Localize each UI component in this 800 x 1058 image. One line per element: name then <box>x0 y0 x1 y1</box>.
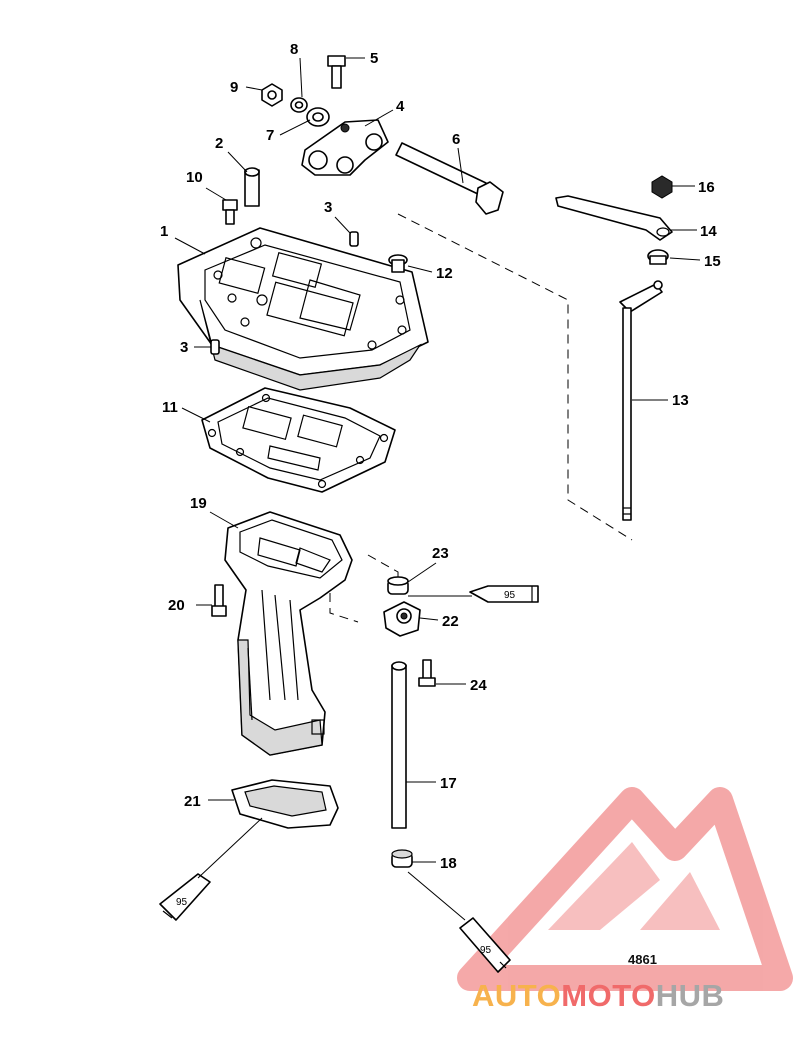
washer-7 <box>306 107 330 127</box>
callout-17: 17 <box>440 775 457 792</box>
callout-8: 8 <box>290 41 298 58</box>
callout-19: 19 <box>190 495 207 512</box>
tube-label-1: 95 <box>504 590 516 601</box>
tube-label-3: 95 <box>480 945 492 956</box>
shift-bracket <box>301 119 389 176</box>
tube-label-2: 95 <box>176 897 188 908</box>
dowel-pin-2 <box>244 167 260 207</box>
watermark-auto: AUTO <box>472 978 561 1013</box>
watermark-hub: HUB <box>656 978 725 1013</box>
gasket <box>201 387 396 493</box>
sealant-tube-2: 95 <box>159 873 211 921</box>
callout-13: 13 <box>672 392 689 409</box>
driveshaft-17 <box>391 661 407 829</box>
nut-9 <box>261 83 283 107</box>
washer-8 <box>290 97 308 113</box>
callout-3-lower: 3 <box>180 339 188 356</box>
driveshaft-housing <box>224 511 353 756</box>
callout-23: 23 <box>432 545 449 562</box>
bolt-10 <box>222 199 238 225</box>
retainer-22 <box>383 601 421 637</box>
pin-3-lower <box>210 339 220 355</box>
svg-text:AUTOMOTOHUB: AUTOMOTOHUB <box>472 978 724 1013</box>
callout-18: 18 <box>440 855 457 872</box>
callout-labels: 1 2 3 3 4 5 6 7 8 9 10 11 12 13 14 15 16… <box>160 41 721 872</box>
long-bolt <box>395 142 504 215</box>
callout-1: 1 <box>160 223 168 240</box>
grommet-18 <box>391 849 413 868</box>
callout-22: 22 <box>442 613 459 630</box>
nut-16 <box>651 175 673 199</box>
callout-20: 20 <box>168 597 185 614</box>
callout-5: 5 <box>370 50 378 67</box>
callout-4: 4 <box>396 98 405 115</box>
shift-lever-14 <box>555 195 673 241</box>
screw-20 <box>211 584 227 617</box>
sealant-tube-1: 95 <box>469 585 539 603</box>
callout-7: 7 <box>266 127 274 144</box>
callout-14: 14 <box>700 223 717 240</box>
leader-lines <box>174 57 701 921</box>
adaptor-plate <box>177 227 429 391</box>
callout-9: 9 <box>230 79 238 96</box>
callout-15: 15 <box>704 253 721 270</box>
pin-3-upper <box>349 231 359 247</box>
callout-10: 10 <box>186 169 203 186</box>
shift-shaft-13 <box>619 280 663 521</box>
watermark-logo <box>457 787 793 991</box>
grommet-23 <box>387 576 409 595</box>
callout-2: 2 <box>215 135 223 152</box>
callout-21: 21 <box>184 793 201 810</box>
callout-11: 11 <box>162 399 178 416</box>
callout-16: 16 <box>698 179 715 196</box>
watermark-text: AUTOMOTOHUB <box>472 978 724 1013</box>
screw-24 <box>418 659 436 687</box>
washer-15 <box>647 249 669 265</box>
bushing-12 <box>388 254 408 273</box>
figure-number: 4861 <box>628 952 657 967</box>
sealant-tube-3: 95 <box>459 917 511 973</box>
callout-24: 24 <box>470 677 487 694</box>
callout-6: 6 <box>452 131 460 148</box>
assembly-guide-lines <box>329 213 633 623</box>
callout-12: 12 <box>436 265 453 282</box>
callout-3-upper: 3 <box>324 199 332 216</box>
watermark-moto: MOTO <box>561 978 655 1013</box>
bolt-5 <box>327 55 346 89</box>
seal-ring <box>231 779 339 829</box>
